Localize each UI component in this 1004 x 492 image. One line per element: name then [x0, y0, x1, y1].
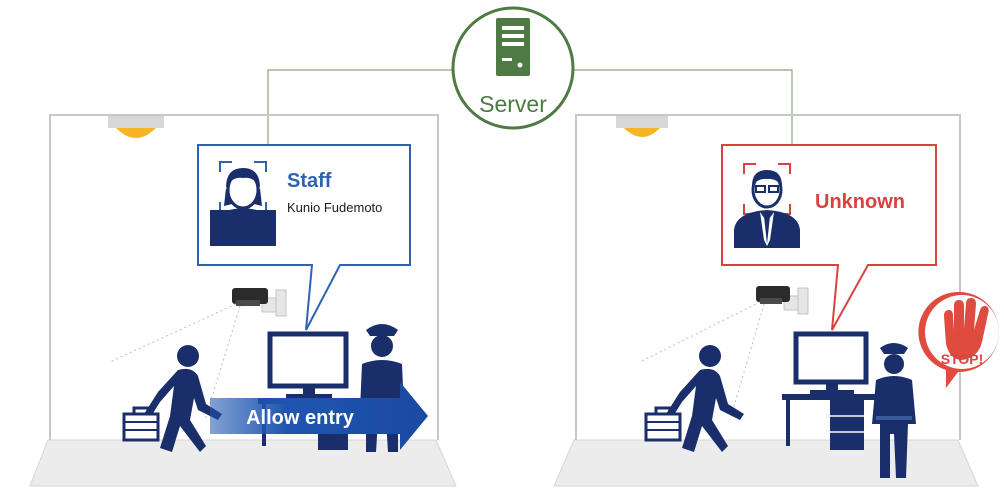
- right-room-walls: [575, 114, 961, 440]
- left-security-camera-icon: [232, 288, 287, 317]
- right-security-guard-icon: [872, 343, 916, 478]
- allow-entry-label: Allow entry: [246, 407, 355, 429]
- staff-info-card: Staff Kunio Fudemoto: [197, 144, 411, 331]
- left-room: Staff Kunio Fudemoto: [29, 114, 457, 487]
- unknown-face-icon: [734, 170, 800, 248]
- right-camera-view-cone: [639, 301, 765, 421]
- right-ceiling-light: [616, 116, 668, 137]
- right-briefcase-icon: [644, 406, 682, 442]
- unknown-title: Unknown: [815, 191, 905, 213]
- right-room-floor: [553, 439, 979, 487]
- left-camera-view-cone: [109, 303, 241, 421]
- left-briefcase-icon: [122, 406, 160, 442]
- server-node: Server: [451, 6, 575, 130]
- right-visitor-walking-icon: [666, 345, 744, 452]
- left-room-walls: [49, 114, 439, 440]
- server-icon: [496, 18, 530, 76]
- allow-entry-arrow: Allow entry: [210, 382, 428, 450]
- left-visitor-walking-icon: [144, 345, 222, 452]
- left-ceiling-light: [108, 116, 164, 138]
- server-connection-lines: [267, 69, 793, 148]
- left-room-floor: [29, 439, 457, 487]
- stop-hand-icon: [944, 298, 989, 360]
- staff-name: Kunio Fudemoto: [287, 200, 382, 215]
- right-desk-monitor: [782, 331, 878, 450]
- server-label: Server: [479, 91, 547, 117]
- unknown-info-card: Unknown: [721, 144, 937, 331]
- left-desk-monitor: [258, 331, 354, 450]
- right-security-camera-icon: [756, 286, 809, 315]
- right-room: Unknown STOP!: [553, 114, 1000, 487]
- stop-bubble: STOP!: [918, 291, 1000, 388]
- stop-label: STOP!: [941, 351, 984, 367]
- staff-title: Staff: [287, 170, 332, 192]
- staff-face-icon: [210, 168, 276, 246]
